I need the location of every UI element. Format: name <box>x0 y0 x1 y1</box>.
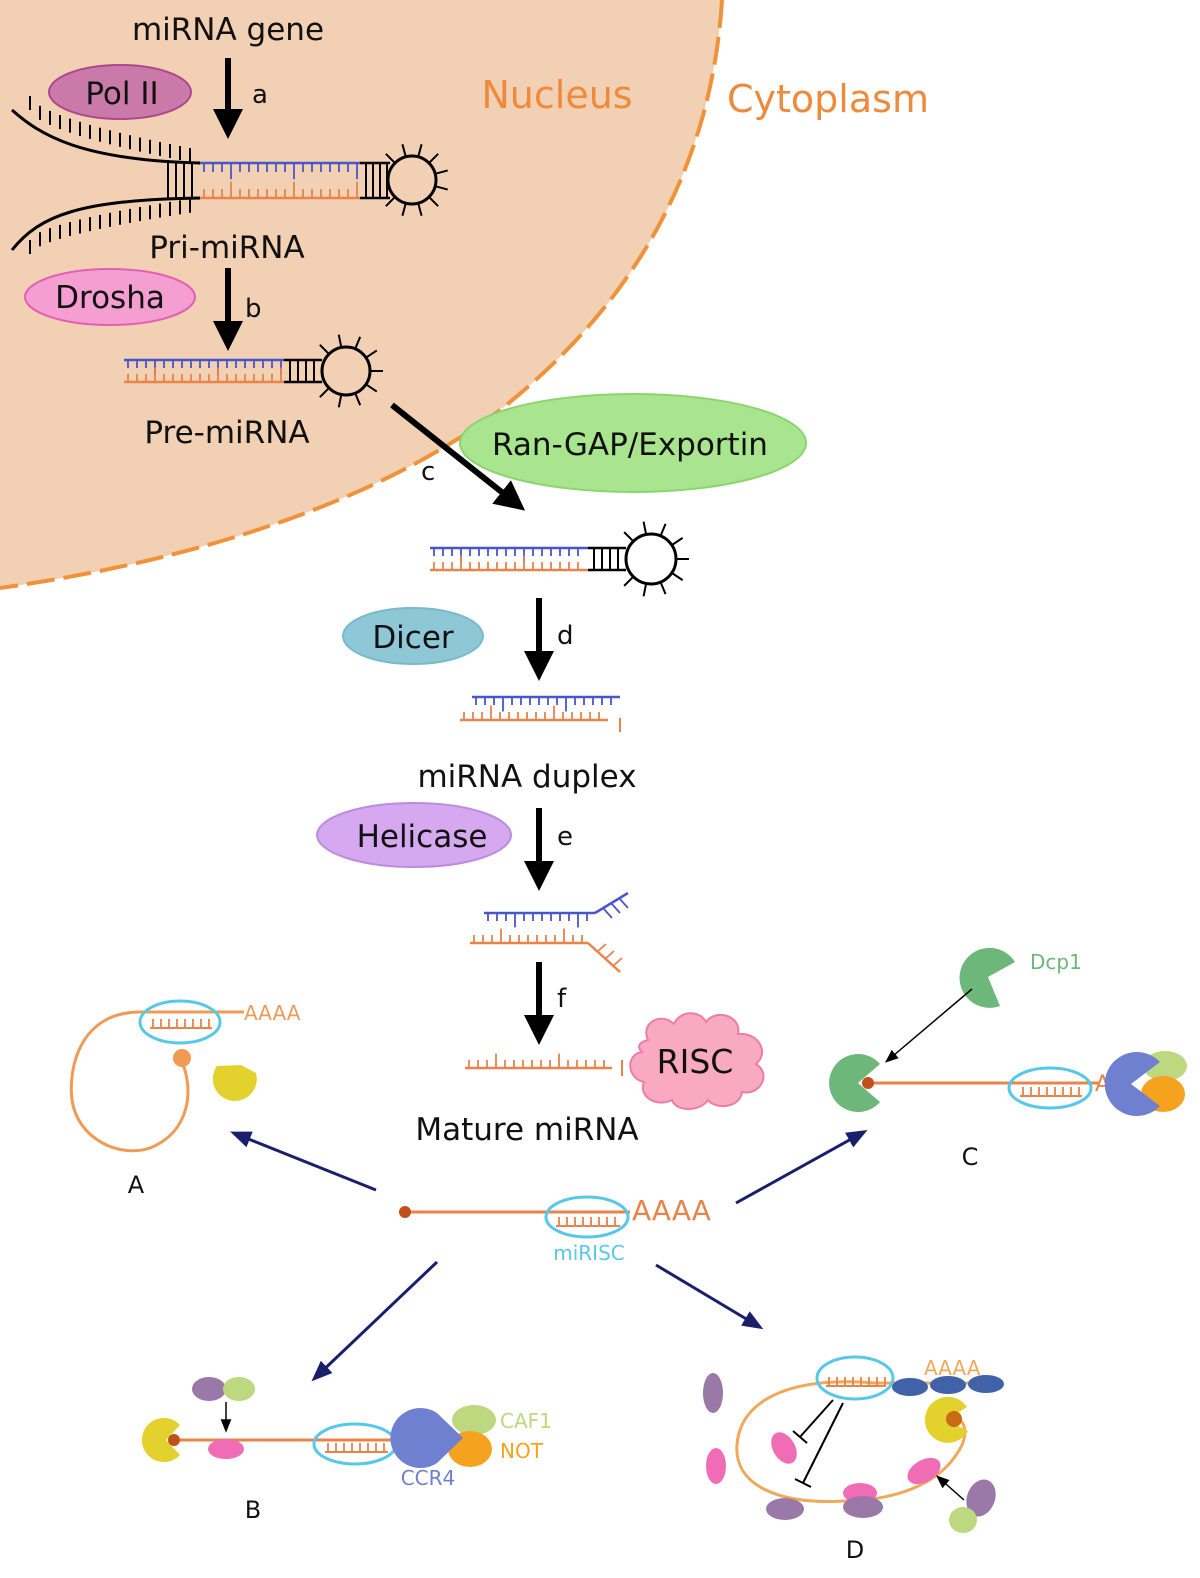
mechanism-d-pink-3 <box>907 1457 941 1485</box>
mechanism-d-purple-2 <box>766 1498 804 1520</box>
mechanism-c-free-dcp1 <box>959 947 1015 1008</box>
center-polya-tail: AAAA <box>632 1194 711 1227</box>
mechanism-d-purple-3 <box>843 1496 883 1518</box>
nuclear-membrane <box>0 0 724 590</box>
mechanism-b-deadenylation: A CAF1 NOT CCR4 B <box>141 1377 552 1524</box>
step-d-label: d <box>557 621 574 651</box>
mechanism-c-decapping: A Dcp1 C <box>829 947 1187 1171</box>
mechanism-d-pink-2 <box>771 1432 797 1464</box>
helicase-label: Helicase <box>357 819 488 855</box>
mechanism-c-ring <box>1007 1066 1093 1110</box>
mechanism-d-tail: AAAA <box>924 1356 981 1380</box>
mechanism-a-label: A <box>128 1171 145 1199</box>
dicer-label: Dicer <box>372 620 454 656</box>
mechanism-b-yellow-pacman <box>141 1418 180 1462</box>
step-b-label: b <box>245 294 262 324</box>
drosha-label: Drosha <box>55 280 165 316</box>
mechanism-a-circular-mrna: AAAA A <box>69 999 301 1199</box>
risc-complex: RISC <box>629 1012 765 1110</box>
mechanism-b-not-label: NOT <box>500 1439 544 1463</box>
mechanism-d-inhibition-1 <box>799 1399 834 1438</box>
mechanism-c-dcp1-bound <box>829 1053 880 1112</box>
mechanism-b-pink-factor <box>208 1439 244 1459</box>
mirna-duplex-label: miRNA duplex <box>417 759 636 795</box>
mechanism-d-pabp-3 <box>968 1375 1004 1393</box>
mechanism-b-caf1-label: CAF1 <box>500 1409 552 1433</box>
mirna-gene-label: miRNA gene <box>132 12 324 48</box>
exported-pre-mirna-structure <box>430 521 689 597</box>
ran-gap-exportin-label: Ran-GAP/Exportin <box>492 427 768 463</box>
mechanism-a-ring <box>138 999 222 1045</box>
mechanism-d-label: D <box>846 1536 864 1564</box>
helicase-enzyme: Helicase <box>316 802 512 868</box>
mechanism-a-yellow-pacman <box>212 1065 257 1101</box>
risc-label: RISC <box>657 1042 734 1081</box>
arrow-to-mechanism-a <box>230 1131 377 1192</box>
drosha-enzyme: Drosha <box>24 268 196 326</box>
mechanism-c-label: C <box>962 1143 979 1171</box>
dicer-enzyme: Dicer <box>342 607 484 665</box>
mechanism-b-ccr4-label: CCR4 <box>401 1466 456 1490</box>
mechanism-d-pabp-2 <box>930 1376 966 1394</box>
step-a-label: a <box>252 80 268 110</box>
step-e-label: e <box>557 822 573 852</box>
mirisc-ring <box>544 1195 630 1239</box>
mirisc-label: miRISC <box>553 1241 625 1265</box>
cytoplasm-label: Cytoplasm <box>727 77 929 121</box>
pol-ii-label: Pol II <box>85 76 158 112</box>
nucleus-label: Nucleus <box>481 73 632 117</box>
mature-mirna-structure <box>465 1053 623 1076</box>
unwinding-duplex-structure <box>470 891 629 973</box>
mechanism-b-ccr4 <box>390 1408 463 1468</box>
pri-mirna-structure <box>10 96 448 254</box>
mechanism-b-green-factor <box>223 1377 255 1401</box>
mirna-duplex-structure <box>460 695 621 732</box>
mechanism-d-pink-1 <box>706 1448 726 1484</box>
arrow-to-mechanism-b <box>311 1260 439 1382</box>
arrow-to-mechanism-c <box>735 1129 868 1205</box>
mechanism-d-inhibition-2 <box>802 1402 844 1484</box>
pol-ii-enzyme: Pol II <box>48 64 192 120</box>
mechanism-b-label: B <box>245 1496 261 1524</box>
arrow-step-c <box>390 402 526 511</box>
center-mrna-mirisc: AAAA miRISC <box>399 1194 711 1265</box>
mechanism-b-purple-factor <box>192 1377 226 1401</box>
mechanism-d-purple-1 <box>703 1373 723 1413</box>
pre-mirna-label: Pre-miRNA <box>144 415 309 451</box>
arrow-to-mechanism-d <box>655 1263 764 1330</box>
mechanism-a-tail: AAAA <box>244 1001 301 1025</box>
mechanism-d-translation-block: AAAA D <box>703 1355 1004 1564</box>
mature-mirna-label: Mature miRNA <box>415 1112 638 1148</box>
mechanism-d-green-factor <box>949 1507 977 1533</box>
mechanism-d-pabp-1 <box>892 1378 928 1396</box>
mechanism-d-ring <box>815 1355 895 1401</box>
pri-mirna-label: Pri-miRNA <box>149 230 304 266</box>
mechanism-d-purple-4 <box>966 1479 996 1517</box>
mechanism-c-dcp1-label: Dcp1 <box>1030 950 1082 974</box>
step-f-label: f <box>557 984 567 1014</box>
pre-mirna-structure <box>124 334 383 408</box>
ran-gap-exportin-enzyme: Ran-GAP/Exportin <box>459 393 807 493</box>
step-c-label: c <box>421 457 435 487</box>
mechanism-c-blue-factor <box>1104 1052 1160 1116</box>
mechanism-b-caf1 <box>452 1405 496 1435</box>
